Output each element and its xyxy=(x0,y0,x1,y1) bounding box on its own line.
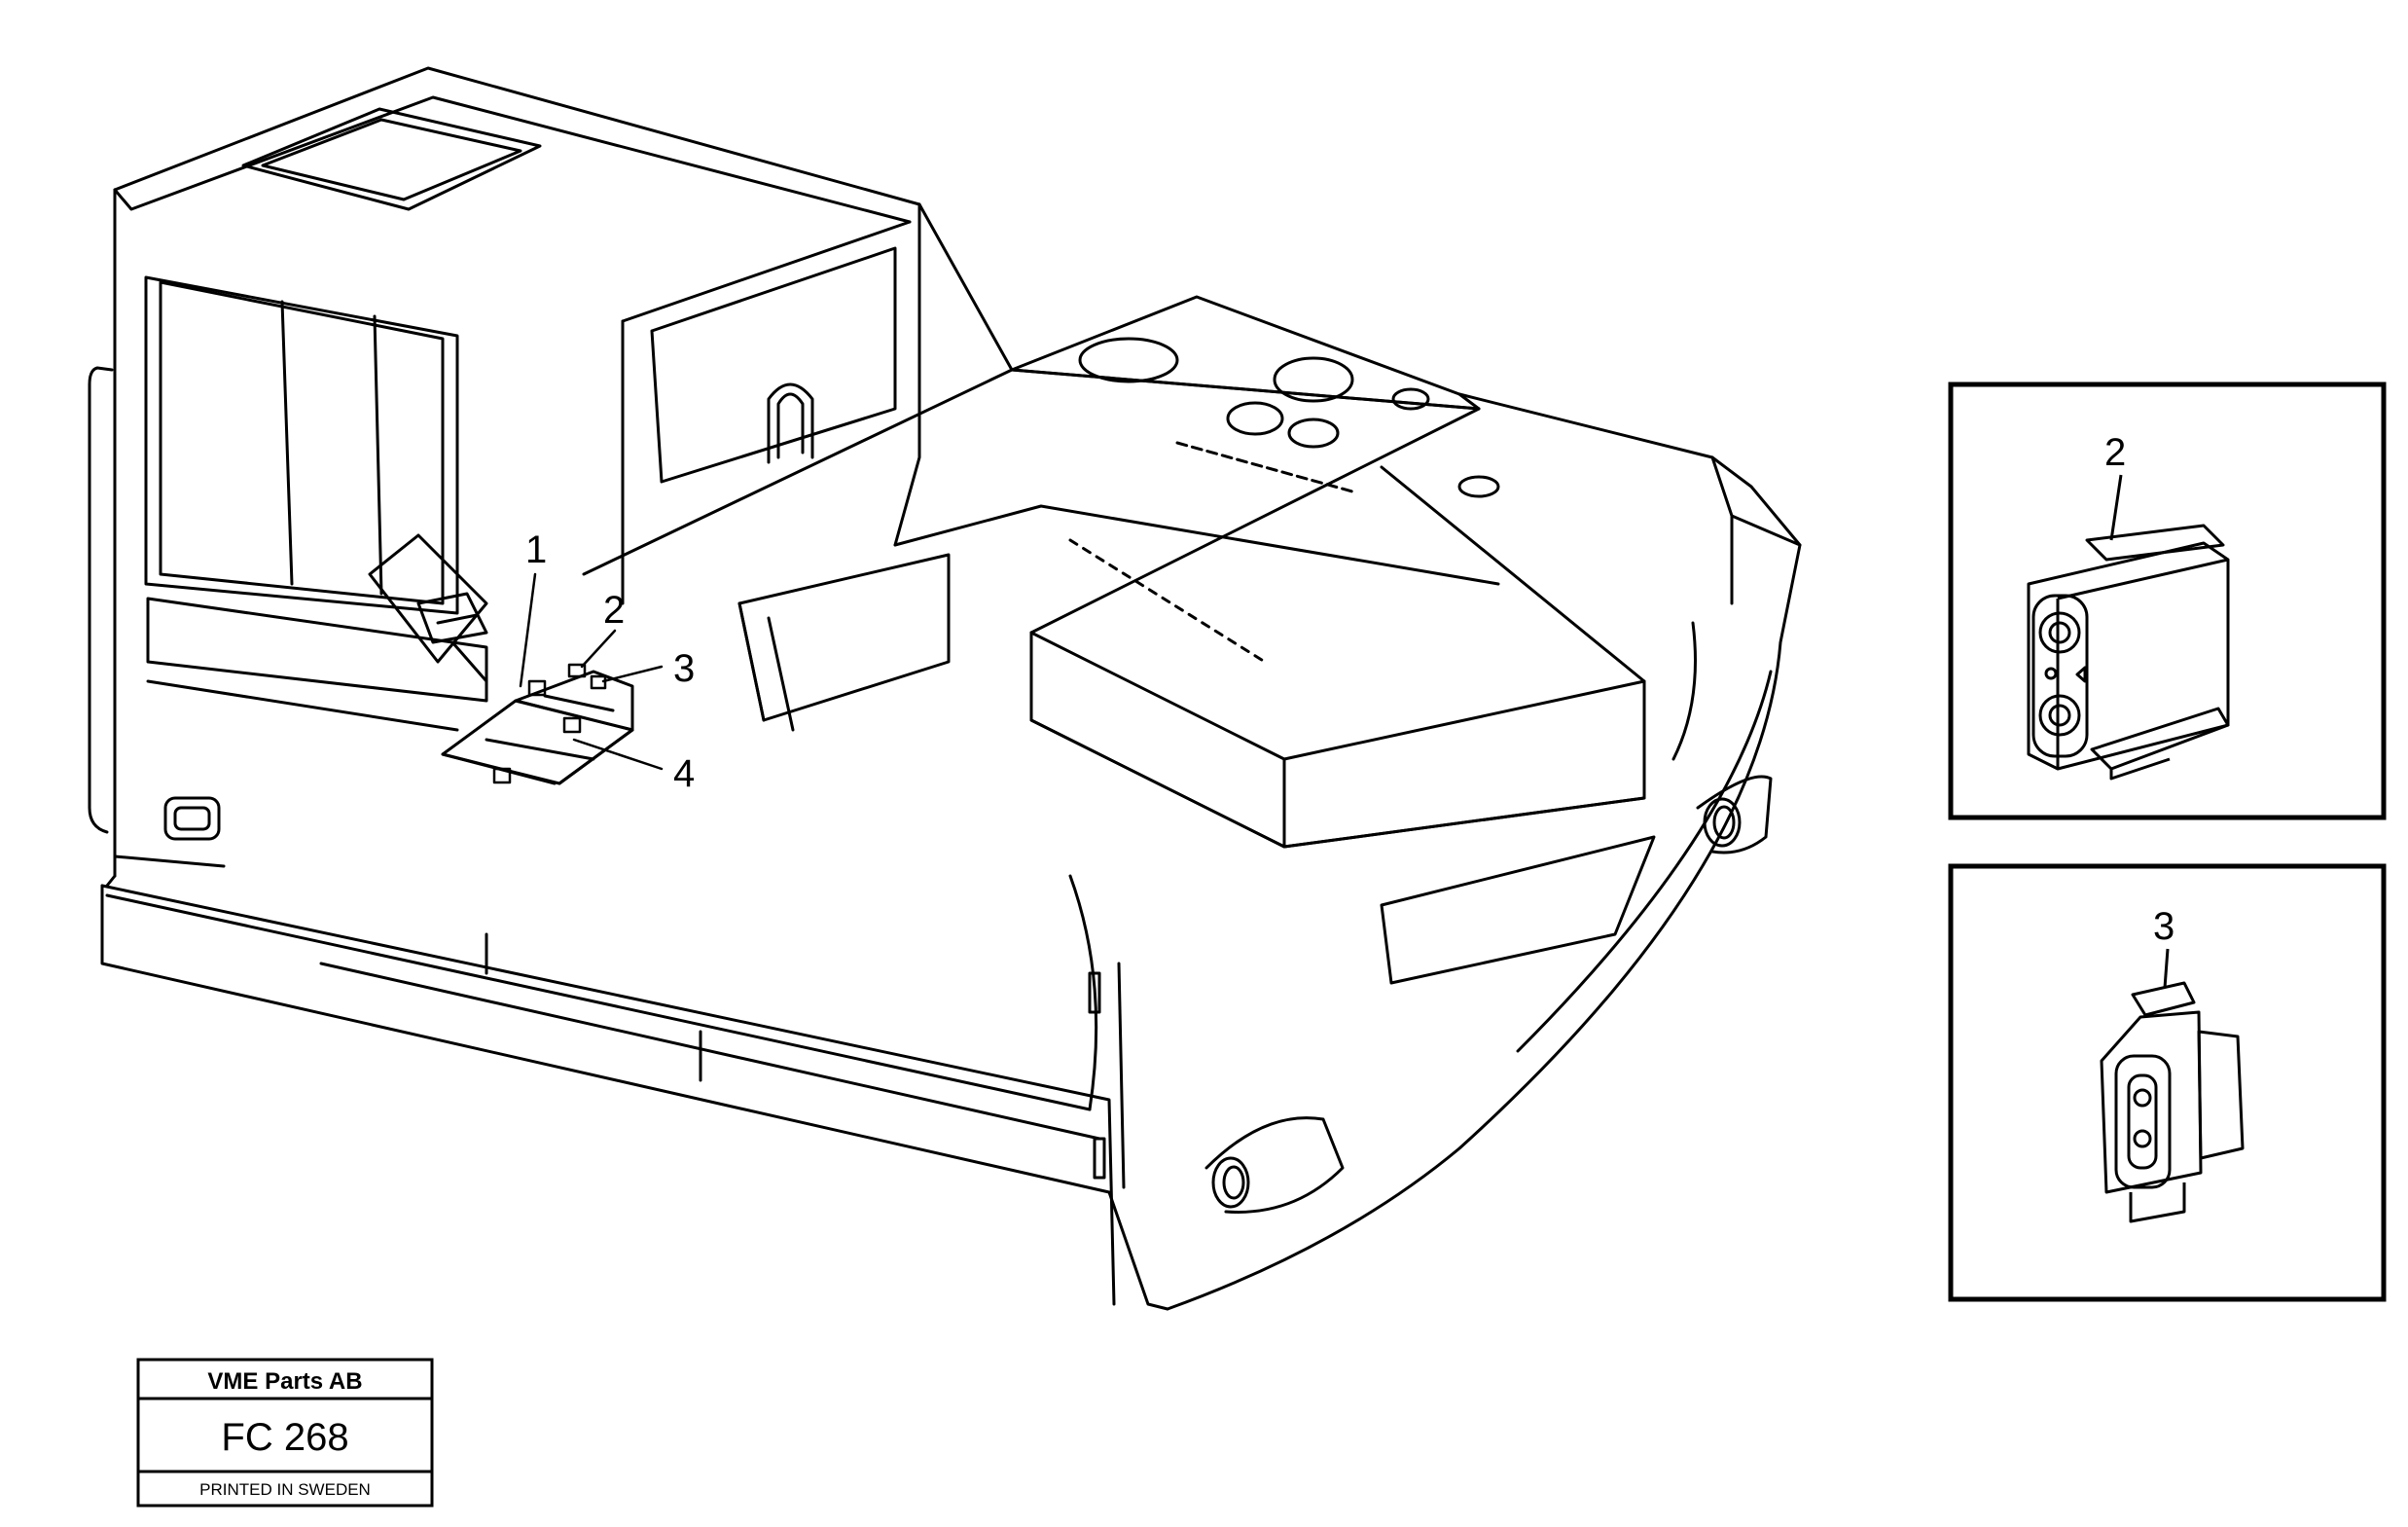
stamp-printed: PRINTED IN SWEDEN xyxy=(199,1480,371,1499)
callout-2: 2 xyxy=(603,589,625,632)
inset-3-label: 3 xyxy=(2153,905,2174,948)
inset-2-label: 2 xyxy=(2104,431,2126,474)
stamp-company: VME Parts AB xyxy=(207,1368,362,1395)
upper-structure-body xyxy=(100,202,1802,1311)
inset-detail-connector-3: 3 xyxy=(1948,863,2387,1302)
stamp-code: FC 268 xyxy=(221,1416,348,1459)
connector-3-drawing xyxy=(2100,948,2245,1223)
leader-lines xyxy=(519,572,664,771)
connector-markers xyxy=(492,663,607,784)
title-stamp: VME Parts AB FC 268 PRINTED IN SWEDEN xyxy=(136,1358,434,1508)
callout-1: 1 xyxy=(525,528,547,571)
excavator-illustration xyxy=(88,66,1802,1311)
callout-4: 4 xyxy=(673,752,695,795)
cab xyxy=(88,66,921,888)
callout-3: 3 xyxy=(673,647,695,690)
connector-2-drawing xyxy=(2027,474,2230,781)
inset-detail-connector-2: 2 xyxy=(1948,382,2387,820)
